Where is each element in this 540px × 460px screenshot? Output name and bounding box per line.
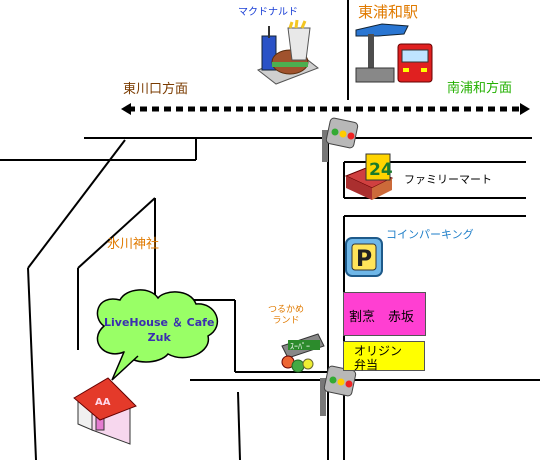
parking-letter: P bbox=[356, 247, 372, 272]
tsurukame-label: つるかめ ランド bbox=[268, 305, 304, 327]
bento-line1: オリジン bbox=[354, 344, 403, 358]
store-number: 24 bbox=[369, 160, 393, 180]
cafe-name: LiveHouse ＆ Cafe Zuk bbox=[104, 315, 214, 345]
cafe-line1: LiveHouse ＆ Cafe bbox=[104, 316, 215, 329]
convenience-store-icon: 24 bbox=[344, 153, 394, 200]
fast-food-icon bbox=[256, 19, 320, 85]
kappo-akasaka-sign: 割烹 赤坂 bbox=[343, 292, 426, 336]
parking-icon: P bbox=[345, 237, 383, 277]
tsurukame-line1: つるかめ bbox=[268, 305, 305, 315]
cafe-bubble bbox=[96, 289, 219, 381]
cafe-line2: Zuk bbox=[147, 331, 171, 344]
station-label: 東浦和駅 bbox=[358, 3, 419, 21]
house-icon: AA bbox=[73, 377, 137, 445]
supermarket-icon: ｽｰﾊﾟｰ bbox=[281, 333, 325, 373]
direction-left-label: 東川口方面 bbox=[123, 82, 189, 97]
house-sign: AA bbox=[95, 397, 111, 408]
tsurukame-line2: ランド bbox=[272, 316, 300, 326]
bento-line2: 弁当 bbox=[354, 358, 379, 372]
family-mart-label: ファミリーマート bbox=[404, 173, 492, 186]
origin-bento-sign: オリジン 弁当 bbox=[343, 341, 425, 372]
supermarket-sign: ｽｰﾊﾟｰ bbox=[290, 342, 310, 351]
mcdonalds-label: マクドナルド bbox=[238, 7, 298, 18]
direction-right-label: 南浦和方面 bbox=[447, 81, 513, 96]
railway-line bbox=[121, 103, 530, 115]
traffic-signal-icon bbox=[320, 365, 357, 416]
shrine-label: 氷川神社 bbox=[107, 237, 160, 252]
train-icon bbox=[355, 23, 433, 83]
coin-parking-label: コインパーキング bbox=[386, 228, 474, 241]
traffic-signal-icon bbox=[322, 117, 359, 162]
